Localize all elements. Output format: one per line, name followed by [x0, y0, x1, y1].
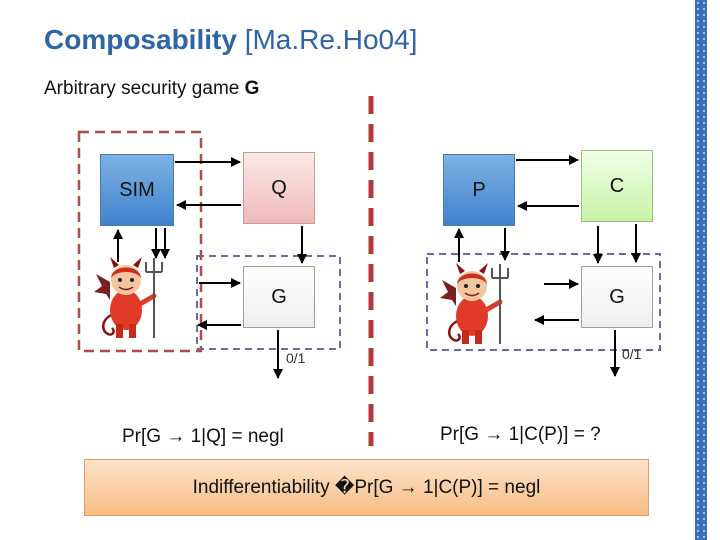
- game-box-left: G: [243, 266, 315, 328]
- game-label-right: G: [609, 286, 625, 309]
- devil-adversary-icon: [94, 257, 162, 338]
- simulator-box: SIM: [100, 154, 174, 226]
- devil-adversary-icon: [440, 263, 508, 344]
- probability-text-left: Pr[G → 1|Q] = negl: [122, 426, 284, 448]
- p-box: P: [443, 154, 515, 226]
- q-label: Q: [271, 177, 287, 200]
- game-box-right: G: [581, 266, 653, 328]
- q-box: Q: [243, 152, 315, 224]
- probability-text-right: Pr[G → 1|C(P)] = ?: [440, 424, 601, 446]
- banner-text: Indifferentiability �Pr[G → 1|C(P)] = ne…: [193, 476, 541, 499]
- c-label: C: [610, 175, 624, 198]
- output-label-right: 0/1: [622, 346, 641, 362]
- p-label: P: [472, 179, 485, 202]
- game-label-left: G: [271, 286, 287, 309]
- output-label-left: 0/1: [286, 350, 305, 366]
- simulator-label: SIM: [119, 179, 155, 202]
- c-box: C: [581, 150, 653, 222]
- indifferentiability-banner: Indifferentiability �Pr[G → 1|C(P)] = ne…: [84, 459, 649, 516]
